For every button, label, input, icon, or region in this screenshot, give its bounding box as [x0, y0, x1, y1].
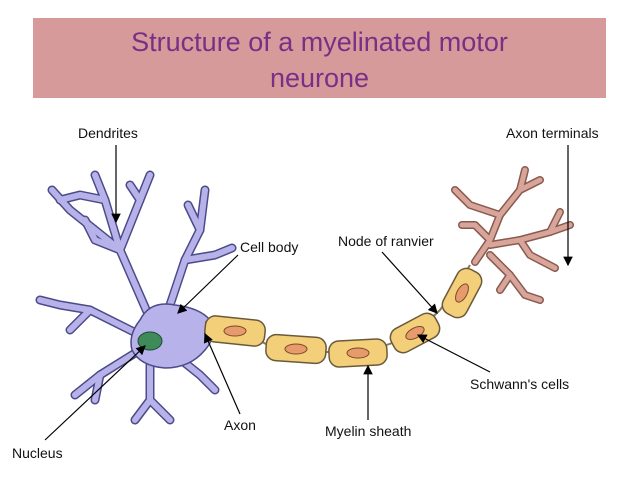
label-nucleus: Nucleus [12, 445, 63, 461]
title-banner: Structure of a myelinated motor neurone [33, 18, 606, 98]
label-dendrites: Dendrites [78, 125, 138, 141]
schwann-cell [389, 312, 441, 354]
dendrites-shape [35, 170, 237, 425]
label-cell-body: Cell body [240, 239, 298, 255]
cell-body-arrow [177, 254, 239, 314]
axon-arrow [203, 332, 241, 415]
label-axon-terminals: Axon terminals [506, 125, 599, 141]
schwann-cell [441, 267, 483, 319]
page-title: Structure of a myelinated motor neurone [33, 24, 606, 96]
nucleus-arrow [44, 345, 146, 441]
title-line-2: neurone [269, 63, 370, 93]
cell-body-shape [130, 303, 214, 369]
label-axon: Axon [224, 417, 256, 433]
schwann-cells-arrow [416, 334, 491, 373]
label-schwann-cells: Schwann's cells [470, 376, 569, 392]
label-myelin-sheath: Myelin sheath [325, 423, 411, 439]
label-node-of-ranvier: Node of ranvier [338, 233, 434, 249]
title-line-1: Structure of a myelinated motor [131, 27, 508, 57]
nucleus-shape [137, 331, 163, 351]
axon-terminals-shape [451, 166, 574, 304]
schwann-cells [204, 267, 483, 368]
schwann-cell [328, 338, 388, 368]
schwann-cell [265, 333, 327, 365]
leader-arrows [44, 145, 573, 441]
node-of-ranvier-arrow [381, 251, 438, 314]
schwann-cell [204, 315, 266, 347]
